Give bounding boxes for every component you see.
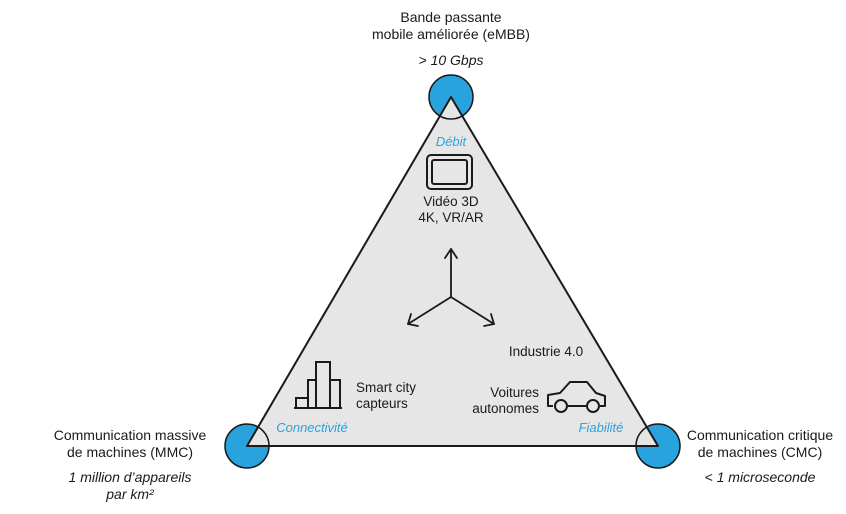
buildings-icon — [294, 361, 342, 409]
left-value-line1: 1 million d’appareils — [69, 469, 192, 485]
left-axis-label: Connectivité — [276, 420, 348, 435]
cars-line1: Voitures — [490, 385, 539, 400]
screen-icon — [426, 154, 473, 190]
usage-triangle — [246, 96, 659, 447]
car-icon — [547, 381, 606, 413]
cars-line2: autonomes — [472, 401, 539, 416]
top-axis-label: Débit — [436, 134, 468, 149]
left-value-line2: par km² — [105, 486, 155, 502]
left-title-line2: de machines (MMC) — [67, 444, 193, 460]
top-title-line2: mobile améliorée (eMBB) — [372, 26, 530, 42]
smart-city-line1: Smart city — [356, 380, 416, 395]
right-value: < 1 microseconde — [705, 469, 816, 485]
video-line1: Vidéo 3D — [423, 194, 479, 209]
three-way-arrows-icon — [407, 248, 495, 327]
industry-label: Industrie 4.0 — [509, 344, 583, 359]
right-title-line1: Communication critique — [687, 427, 833, 443]
top-value: > 10 Gbps — [419, 52, 484, 68]
left-title-line1: Communication massive — [54, 427, 207, 443]
smart-city-line2: capteurs — [356, 396, 408, 411]
video-line2: 4K, VR/AR — [418, 210, 484, 225]
right-axis-label: Fiabilité — [579, 420, 624, 435]
top-title-line1: Bande passante — [400, 9, 501, 25]
right-title-line2: de machines (CMC) — [698, 444, 822, 460]
